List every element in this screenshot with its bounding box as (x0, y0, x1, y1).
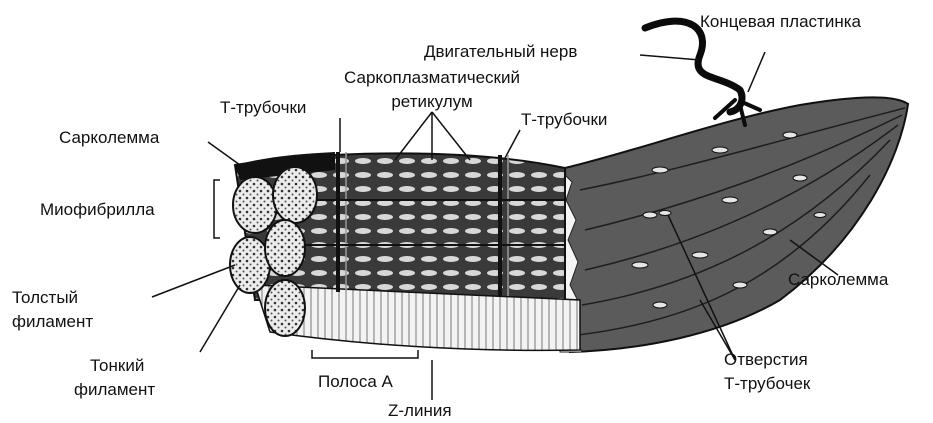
motor-nerve (645, 21, 760, 125)
label-thin-filament-1: Тонкий (90, 356, 144, 375)
label-sarcoplasmic-reticulum-1: Саркоплазматический (322, 68, 542, 87)
label-thick-filament-1: Толстый (12, 288, 78, 307)
leader-motor-nerve (640, 55, 700, 60)
label-z-line: Z-линия (388, 401, 452, 420)
a-band-bracket (312, 350, 418, 358)
myofibril-cross-sections (230, 167, 317, 336)
label-sarcolemma-left: Сарколемма (59, 128, 159, 147)
leader-end-plate (748, 52, 765, 92)
label-thick-filament-2: филамент (12, 312, 93, 331)
leader-t-tubules-right (505, 130, 520, 158)
label-thin-filament-2: филамент (74, 380, 155, 399)
label-end-plate: Концевая пластинка (700, 12, 861, 31)
label-sarcolemma-right: Сарколемма (788, 270, 888, 289)
label-t-tubules-left: Т-трубочки (220, 98, 306, 117)
label-openings-2: Т-трубочек (724, 374, 810, 393)
fiber-tapered-end (565, 97, 908, 352)
label-a-band: Полоса А (318, 372, 393, 391)
myofibril-bracket (214, 180, 220, 238)
leader-sr-right (432, 112, 470, 160)
label-motor-nerve: Двигательный нерв (424, 42, 577, 61)
fiber-body (560, 97, 908, 352)
label-sarcoplasmic-reticulum-2: ретикулум (322, 92, 542, 111)
label-myofibril: Миофибрилла (40, 200, 155, 219)
leader-sarcolemma-left (208, 142, 240, 165)
leader-thin-filament (200, 285, 240, 352)
label-openings-1: Отверстия (724, 350, 808, 369)
motor-nerve-fiber (645, 21, 742, 112)
label-t-tubules-right: Т-трубочки (521, 110, 607, 129)
leader-thick-filament (152, 265, 235, 297)
